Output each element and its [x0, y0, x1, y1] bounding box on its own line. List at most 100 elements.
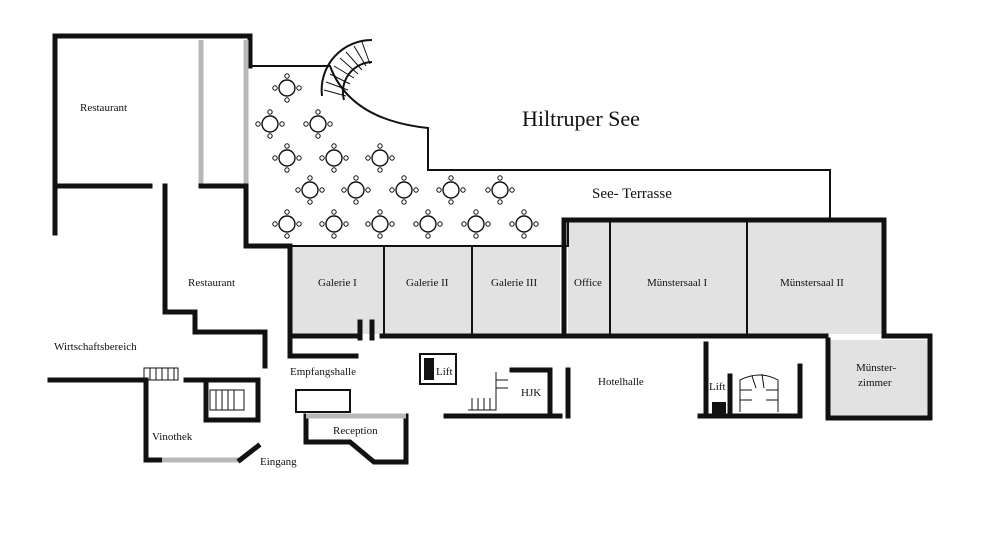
terrace-chair	[327, 121, 333, 127]
terrace-chair	[331, 233, 337, 239]
terrace-chair	[401, 199, 407, 205]
terrace-chair	[497, 175, 503, 181]
terrace-chair	[319, 221, 325, 227]
muenstersaal-1-fill	[610, 220, 747, 334]
terrace-chair	[365, 187, 371, 193]
terrace-chair	[315, 109, 321, 115]
spiral-stairs-top	[320, 38, 373, 101]
terrace-chair	[284, 167, 290, 173]
terrace-chair	[315, 133, 321, 139]
terrace-chair	[485, 187, 491, 193]
terrace-chair	[473, 233, 479, 239]
terrace-chair	[521, 209, 527, 215]
terrace-table	[278, 79, 296, 97]
terrace-chair	[303, 121, 309, 127]
terrace-chair	[389, 221, 395, 227]
terrace-chair	[425, 209, 431, 215]
terrace-chair	[460, 187, 466, 193]
terrace-table	[301, 181, 319, 199]
terrace-chair	[307, 175, 313, 181]
terrace-chair	[365, 221, 371, 227]
terrace-chair	[295, 187, 301, 193]
terrace-chair	[521, 233, 527, 239]
room-label-lift-1: Lift	[436, 366, 453, 378]
lift-1-box	[419, 353, 457, 385]
terrace-chair	[365, 155, 371, 161]
terrace-chair	[296, 85, 302, 91]
muensterzimmer-fill	[830, 340, 930, 418]
terrace-chair	[279, 121, 285, 127]
terrace-table	[442, 181, 460, 199]
terrace-table	[278, 215, 296, 233]
terrace-border	[250, 65, 831, 247]
terrace-chair	[272, 155, 278, 161]
room-label-galerie-1: Galerie I	[318, 277, 357, 289]
terrace-chair	[296, 221, 302, 227]
room-label-reception: Reception	[333, 425, 378, 437]
terrace-chair	[284, 97, 290, 103]
terrace-table	[491, 181, 509, 199]
room-label-eingang: Eingang	[260, 456, 297, 468]
wall-vinothek	[143, 377, 163, 463]
terrace-chair	[377, 167, 383, 173]
room-label-hotelhalle: Hotelhalle	[598, 376, 644, 388]
office-fill	[568, 220, 610, 334]
terrace-table	[515, 215, 533, 233]
labels: Hiltruper See See- Terrasse Restaurant R…	[54, 102, 896, 468]
wall-restaurant-lower-right	[287, 243, 359, 339]
wall-vinothek-right	[183, 377, 261, 423]
terrace-chair	[389, 187, 395, 193]
terrace-chair	[436, 187, 442, 193]
wall-lift2	[703, 341, 733, 419]
terrace-tables	[255, 73, 539, 239]
terrace-chair	[267, 109, 273, 115]
terrace-table	[325, 149, 343, 167]
wall-reception	[303, 413, 409, 465]
terrace-chair	[284, 209, 290, 215]
terrace-table	[309, 115, 327, 133]
terrace-chair	[272, 221, 278, 227]
terrace-chair	[413, 187, 419, 193]
room-label-office: Office	[574, 277, 602, 289]
terrace-chair	[497, 199, 503, 205]
terrace-chair	[413, 221, 419, 227]
terrace-table	[261, 115, 279, 133]
terrace-chair	[377, 209, 383, 215]
muenstersaal-2-fill	[747, 220, 882, 334]
terrace-chair	[307, 199, 313, 205]
stairs-hjk	[468, 372, 508, 411]
wall-restaurant-lower-left	[162, 183, 268, 369]
stairs-wirtschaft	[143, 367, 245, 411]
terrace-chair	[331, 209, 337, 215]
stairs-hotelhalle	[739, 373, 779, 412]
terrace-outline	[250, 65, 831, 247]
terrace-table	[278, 149, 296, 167]
terrace-chair	[267, 133, 273, 139]
room-fills	[292, 220, 930, 418]
terrace-chair	[425, 233, 431, 239]
room-label-muensterzimmer-2: zimmer	[858, 377, 892, 389]
galerie-2-fill	[384, 246, 472, 334]
room-label-galerie-2: Galerie II	[406, 277, 449, 289]
terrace-chair	[319, 155, 325, 161]
wall-restaurant-upper	[52, 33, 253, 236]
wall-eingang	[236, 442, 262, 464]
terrace-chair	[473, 209, 479, 215]
terrace-chair	[284, 143, 290, 149]
room-label-restaurant-upper: Restaurant	[80, 102, 127, 114]
terrace-chair	[331, 143, 337, 149]
wall-restaurant-mid	[198, 183, 293, 249]
wall-empfang-desk	[295, 389, 351, 413]
terrace-table	[371, 149, 389, 167]
terrace-chair	[377, 143, 383, 149]
room-label-muenstersaal-2: Münstersaal II	[780, 277, 844, 289]
lake-label: Hiltruper See	[522, 106, 640, 131]
terrace-chair	[461, 221, 467, 227]
room-label-restaurant-lower: Restaurant	[188, 277, 235, 289]
terrace-chair	[331, 167, 337, 173]
room-label-wirtschaftsbereich: Wirtschaftsbereich	[54, 341, 137, 353]
terrace-chair	[341, 187, 347, 193]
terrace-table	[347, 181, 365, 199]
room-label-muensterzimmer-1: Münster-	[856, 362, 896, 374]
